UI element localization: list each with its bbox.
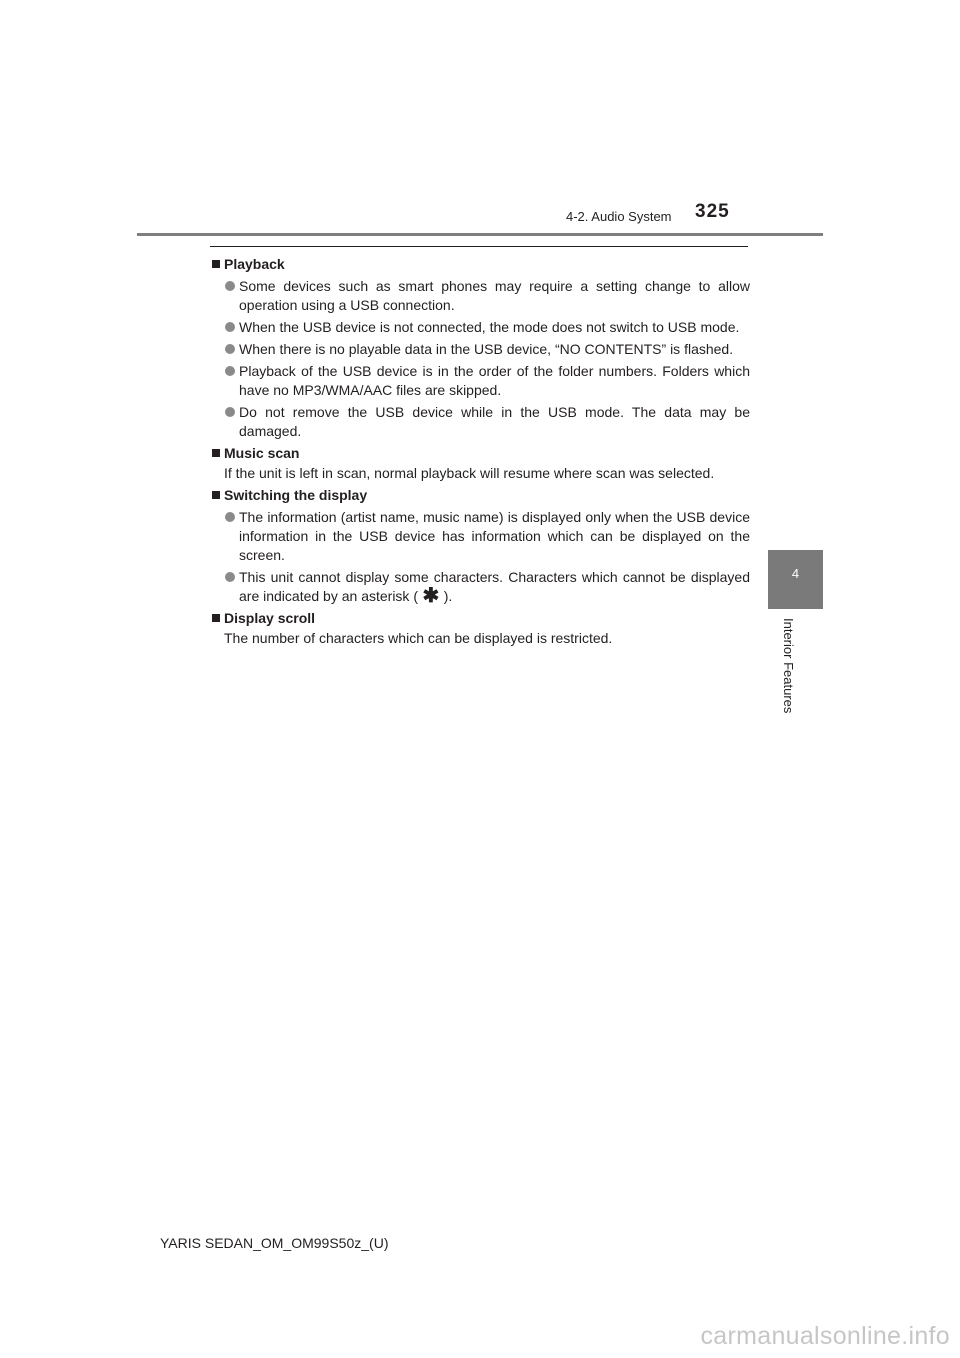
list-item-text: The information (artist name, music name… [239,509,750,563]
list-item: Do not remove the USB device while in th… [210,403,750,441]
list-item: When there is no playable data in the US… [210,340,750,359]
heading-text: Playback [224,256,285,272]
list-item-text: Do not remove the USB device while in th… [239,404,750,439]
circle-bullet-icon [225,281,235,291]
list-item-text: When the USB device is not connected, th… [239,319,740,335]
music-scan-text: If the unit is left in scan, normal play… [224,465,715,481]
document-id: YARIS SEDAN_OM_OM99S50z_(U) [160,1235,389,1251]
section-heading-display-scroll: Display scroll [210,609,750,628]
square-bullet-icon [212,491,220,499]
square-bullet-icon [212,449,220,457]
list-item-text: When there is no playable data in the US… [239,341,734,357]
heading-text: Display scroll [224,610,316,626]
square-bullet-icon [212,260,220,268]
section-heading-switching-display: Switching the display [210,486,750,505]
list-item: This unit cannot display some characters… [210,568,750,606]
heading-text: Switching the display [224,487,368,503]
circle-bullet-icon [225,572,235,582]
circle-bullet-icon [225,366,235,376]
chapter-number: 4 [791,566,800,581]
list-item: Playback of the USB device is in the ord… [210,362,750,400]
list-item: Some devices such as smart phones may re… [210,277,750,315]
header-divider [137,233,823,236]
circle-bullet-icon [225,407,235,417]
list-item-text: Some devices such as smart phones may re… [239,278,750,313]
list-item-text-after: ). [443,588,453,604]
asterisk-icon: ✱ [422,585,440,607]
list-item: The information (artist name, music name… [210,508,750,565]
chapter-tab: 4 [768,550,823,609]
chapter-label: Interior Features [781,618,796,714]
section-heading-music-scan: Music scan [210,444,750,463]
section-heading-playback: Playback [210,255,750,274]
display-scroll-text: The number of characters which can be di… [224,630,613,646]
circle-bullet-icon [225,344,235,354]
content-divider [210,246,748,247]
circle-bullet-icon [225,512,235,522]
page-number: 325 [695,201,730,222]
list-item-text-before: This unit cannot display some characters… [239,569,750,604]
list-item-text: Playback of the USB device is in the ord… [239,363,750,398]
page-content: Playback Some devices such as smart phon… [210,255,750,648]
square-bullet-icon [212,614,220,622]
heading-text: Music scan [224,445,300,461]
circle-bullet-icon [225,322,235,332]
watermark-text: carmanualsonline.info [700,1322,950,1350]
header-section-title: 4-2. Audio System [566,209,672,224]
list-item: When the USB device is not connected, th… [210,318,750,337]
